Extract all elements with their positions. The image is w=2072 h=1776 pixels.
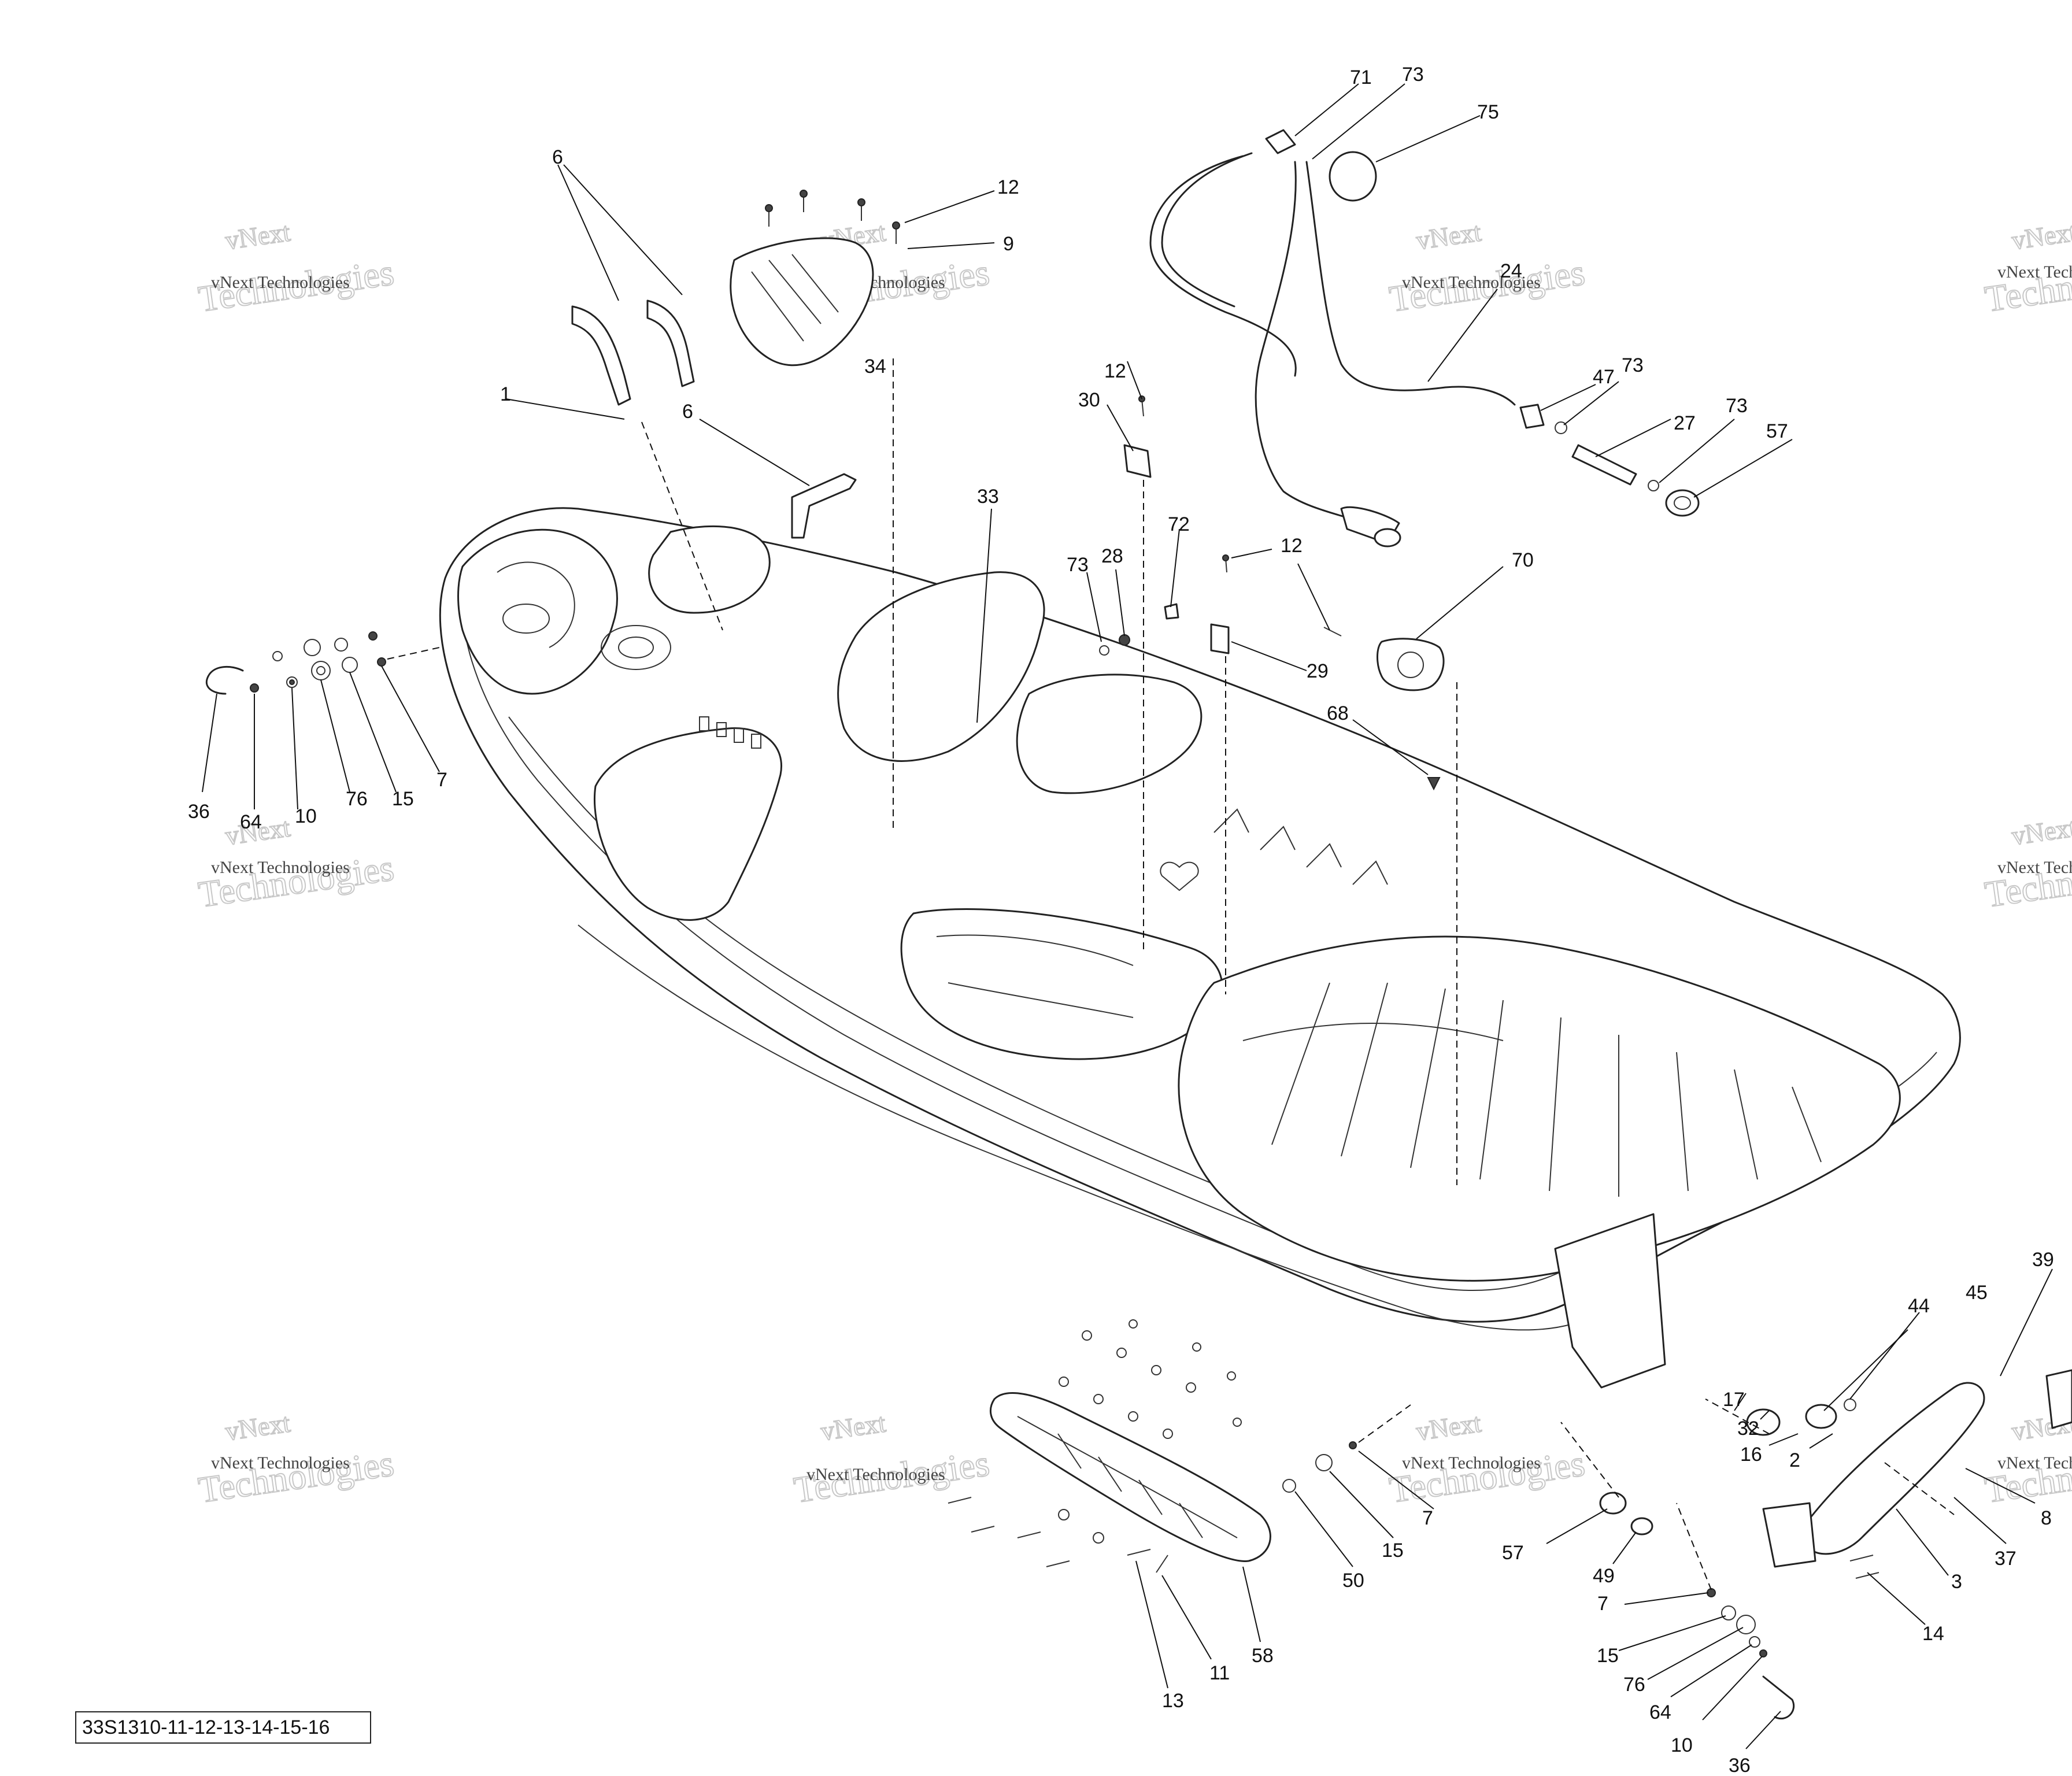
watermark-vnext: vNext xyxy=(1414,1408,1483,1446)
callout-28: 28 xyxy=(1101,545,1123,567)
watermark-text: vNext Technologies xyxy=(1997,1453,2072,1472)
watermark-text: vNext Technologies xyxy=(1997,262,2072,282)
callout-2: 2 xyxy=(1789,1449,1800,1471)
callout-39: 39 xyxy=(2032,1249,2054,1271)
watermark-technologies: Technologies xyxy=(1387,1442,1588,1511)
watermark-technologies: Technologies xyxy=(1982,847,2072,915)
callout-64: 64 xyxy=(1649,1701,1671,1723)
callout-70: 70 xyxy=(1512,549,1534,571)
callout-16: 16 xyxy=(1740,1444,1762,1466)
callout-11: 11 xyxy=(1209,1662,1230,1684)
callout-45: 45 xyxy=(1966,1282,1988,1304)
watermark-vnext: vNext xyxy=(1414,217,1483,255)
hull-body xyxy=(439,507,1961,1389)
watermark-text: vNext Technologies xyxy=(211,1453,350,1472)
callout-73: 73 xyxy=(1067,554,1089,576)
watermark-text: vNext Technologies xyxy=(1997,858,2072,877)
callout-12: 12 xyxy=(1104,360,1126,382)
callout-73: 73 xyxy=(1402,64,1424,86)
callout-14: 14 xyxy=(1922,1623,1944,1645)
watermark-text: vNext Technologies xyxy=(211,858,350,877)
callout-15: 15 xyxy=(1597,1645,1619,1667)
watermark-technologies: Technologies xyxy=(196,847,397,915)
callout-29: 29 xyxy=(1307,660,1329,682)
callout-75: 75 xyxy=(1477,101,1499,123)
watermark-text: vNext Technologies xyxy=(211,273,350,292)
callout-6: 6 xyxy=(682,401,693,423)
callout-71: 71 xyxy=(1350,66,1372,88)
watermark-technologies: Technologies xyxy=(1982,251,2072,320)
callout-7: 7 xyxy=(436,769,447,791)
callout-76: 76 xyxy=(1623,1674,1645,1696)
callout-1: 1 xyxy=(500,383,511,405)
callout-50: 50 xyxy=(1342,1570,1364,1592)
callout-58: 58 xyxy=(1252,1645,1274,1667)
watermark-technologies: Technologies xyxy=(1982,1442,2072,1511)
callout-47: 47 xyxy=(1593,366,1615,388)
callout-labels: 71 73 75 6 12 9 24 34 1 6 12 30 47 73 27… xyxy=(188,64,2054,1776)
watermark-text: vNext Technologies xyxy=(806,1465,945,1484)
callout-9: 9 xyxy=(1003,233,1014,255)
callout-33: 33 xyxy=(977,486,999,508)
callout-36: 36 xyxy=(1729,1755,1751,1776)
callout-30: 30 xyxy=(1078,389,1100,411)
callout-7: 7 xyxy=(1422,1507,1433,1529)
callout-13: 13 xyxy=(1162,1690,1184,1712)
callout-72: 72 xyxy=(1168,513,1190,535)
callout-32: 32 xyxy=(1737,1418,1759,1440)
callout-6: 6 xyxy=(552,146,563,168)
watermark-vnext: vNext xyxy=(2010,217,2072,255)
leader-lines xyxy=(202,83,2053,1749)
callout-36: 36 xyxy=(188,801,210,823)
bumper-strip xyxy=(989,1392,1271,1562)
callout-10: 10 xyxy=(1671,1734,1693,1756)
callout-27: 27 xyxy=(1674,412,1696,434)
callout-73: 73 xyxy=(1622,354,1644,376)
hardware xyxy=(205,129,2072,1720)
callout-3: 3 xyxy=(1951,1571,1962,1593)
callout-7: 7 xyxy=(1597,1593,1608,1615)
callout-73: 73 xyxy=(1726,395,1748,417)
callout-15: 15 xyxy=(1382,1540,1404,1562)
assembly-lines xyxy=(387,358,1955,1590)
callout-24: 24 xyxy=(1500,260,1522,282)
callout-17: 17 xyxy=(1723,1389,1745,1411)
callout-44: 44 xyxy=(1908,1295,1930,1317)
callout-76: 76 xyxy=(346,788,368,810)
callout-49: 49 xyxy=(1593,1565,1615,1587)
callout-57: 57 xyxy=(1766,420,1788,442)
callout-12: 12 xyxy=(1281,535,1303,557)
callout-68: 68 xyxy=(1327,702,1349,724)
callout-37: 37 xyxy=(1995,1548,2016,1570)
watermark-text: vNext Technologies xyxy=(1402,1453,1541,1472)
diagram-code-label: 33S1310-11-12-13-14-15-16 xyxy=(75,1711,371,1744)
watermark-vnext: vNext xyxy=(819,1408,887,1446)
callout-64: 64 xyxy=(240,811,262,833)
watermark-vnext: vNext xyxy=(223,1408,292,1446)
watermark-vnext: vNext xyxy=(2010,812,2072,850)
callout-34: 34 xyxy=(864,356,886,378)
callout-12: 12 xyxy=(997,176,1019,198)
callout-10: 10 xyxy=(295,805,317,827)
callout-57: 57 xyxy=(1502,1542,1524,1564)
watermark-technologies: Technologies xyxy=(196,1442,397,1511)
callout-15: 15 xyxy=(392,788,414,810)
watermark-vnext: vNext xyxy=(223,217,292,255)
callout-8: 8 xyxy=(2041,1507,2052,1529)
watermark-text: vNext Technologies xyxy=(1402,273,1541,292)
